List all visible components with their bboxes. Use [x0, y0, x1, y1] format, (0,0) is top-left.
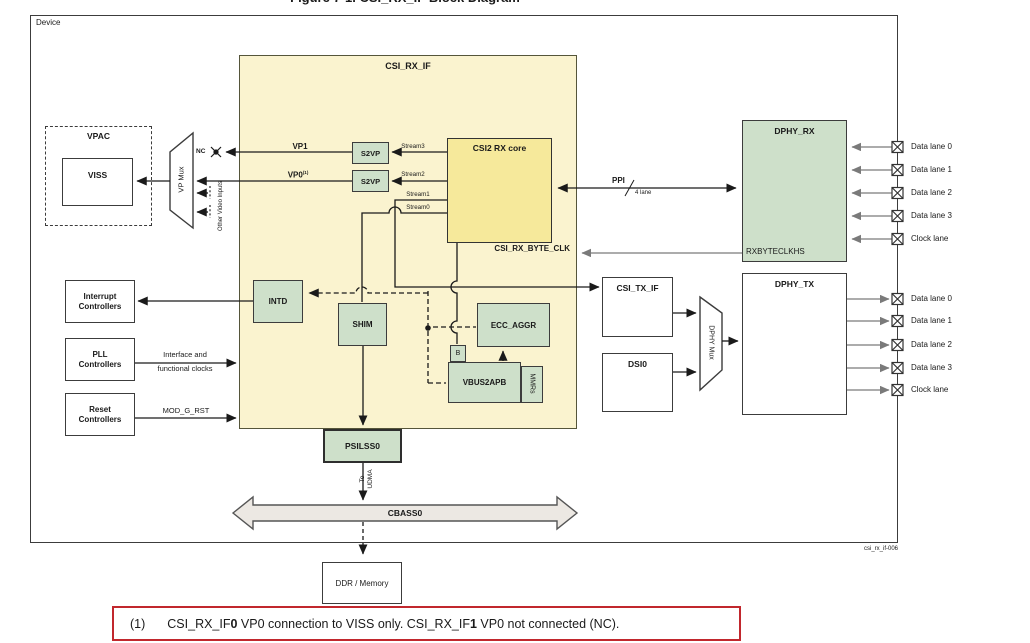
ecc-aggr-block: ECC_AGGR [477, 303, 550, 347]
reset-controllers-block: Reset Controllers [65, 393, 135, 436]
dsi0-label: DSI0 [628, 359, 647, 369]
mmrs-label: MMRs [528, 373, 536, 394]
footnote-number: (1) [130, 616, 146, 631]
vp0-label: VP0(1) [287, 170, 309, 180]
s2vp-label: S2VP [360, 176, 381, 186]
rx-data-lane-3-label: Data lane 3 [911, 211, 952, 220]
stream1-label: Stream1 [406, 191, 430, 198]
s2vp-stream3-block: S2VP [352, 142, 389, 164]
viss-label: VISS [87, 170, 108, 180]
dphy-tx-label: DPHY_TX [774, 279, 815, 289]
intd-block: INTD [253, 280, 303, 323]
tx-data-lane-3-label: Data lane 3 [911, 363, 952, 372]
tx-clock-lane-label: Clock lane [911, 385, 949, 394]
interface-clocks-label-1: Interface and [163, 350, 207, 359]
tx-data-lane-2-label: Data lane 2 [911, 340, 952, 349]
dphy-mux-label: DPHY Mux [707, 325, 715, 360]
shim-block: SHIM [338, 303, 387, 346]
vpac-block [45, 126, 152, 226]
figure-code-label: csi_rx_if-006 [863, 546, 898, 552]
rx-data-lane-2-label: Data lane 2 [911, 188, 952, 197]
tx-data-lane-0-label: Data lane 0 [911, 294, 952, 303]
stream2-label: Stream2 [401, 171, 425, 178]
dphy-tx-block [742, 273, 847, 415]
ppi-label: PPI [612, 176, 625, 185]
nc-label: NC [196, 148, 206, 155]
rx-data-lane-0-label: Data lane 0 [911, 142, 952, 151]
dphy-rx-label: DPHY_RX [774, 126, 815, 136]
interface-clocks-label-2: functional clocks [157, 364, 213, 373]
stream3-label: Stream3 [401, 143, 425, 150]
viss-block: VISS [62, 158, 133, 206]
interrupt-controllers-block: Interrupt Controllers [65, 280, 135, 323]
csi-tx-if-block [602, 277, 673, 337]
mmrs-block [521, 366, 543, 403]
mod-g-rst-label: MOD_G_RST [162, 406, 210, 415]
footnote-box: (1) CSI_RX_IF0 VP0 connection to VISS on… [112, 606, 741, 641]
psilss0-block: PSILSS0 [323, 429, 402, 463]
rx-clock-lane-label: Clock lane [911, 234, 949, 243]
csi-rx-byte-clk-label: CSI_RX_BYTE_CLK [494, 244, 570, 253]
vp1-label: VP1 [292, 142, 308, 151]
figure-title-clipped: Figure 7-1. CSI_RX_IF Block Diagram [240, 0, 570, 9]
s2vp-label: S2VP [360, 148, 381, 158]
vp0-footnote-ref: (1) [302, 170, 309, 175]
device-boundary [30, 15, 898, 543]
cbass0-label: CBASS0 [387, 508, 423, 518]
pll-controllers-block: PLL Controllers [65, 338, 135, 381]
vbus2apb-block: VBUS2APB [448, 362, 521, 403]
csi2-rx-core-label: CSI2 RX core [472, 143, 527, 153]
rxbyteclkhs-label: RXBYTECLKHS [746, 247, 805, 256]
footnote-text: CSI_RX_IF0 VP0 connection to VISS only. … [167, 616, 620, 631]
dsi0-block [602, 353, 673, 412]
dphy-rx-block [742, 120, 847, 262]
tx-data-lane-1-label: Data lane 1 [911, 316, 952, 325]
rx-data-lane-1-label: Data lane 1 [911, 165, 952, 174]
other-video-inputs-label: Other Video Inputs [218, 181, 224, 231]
csi-rx-if-label: CSI_RX_IF [385, 61, 431, 71]
csi-tx-if-label: CSI_TX_IF [616, 283, 659, 293]
b-bridge-block: B [450, 345, 466, 362]
ddr-memory-label: DDR / Memory [335, 578, 389, 588]
vpac-label: VPAC [87, 131, 110, 141]
to-udma-label: To UDMA [359, 469, 374, 489]
vp-mux-label: VP Mux [176, 166, 186, 193]
stream0-label: Stream0 [406, 204, 430, 211]
four-lane-label: 4 lane [635, 190, 652, 196]
device-label: Device [36, 18, 61, 27]
ddr-memory-block: DDR / Memory [322, 562, 402, 604]
csi2-rx-core-block [447, 138, 552, 243]
s2vp-stream2-block: S2VP [352, 170, 389, 192]
